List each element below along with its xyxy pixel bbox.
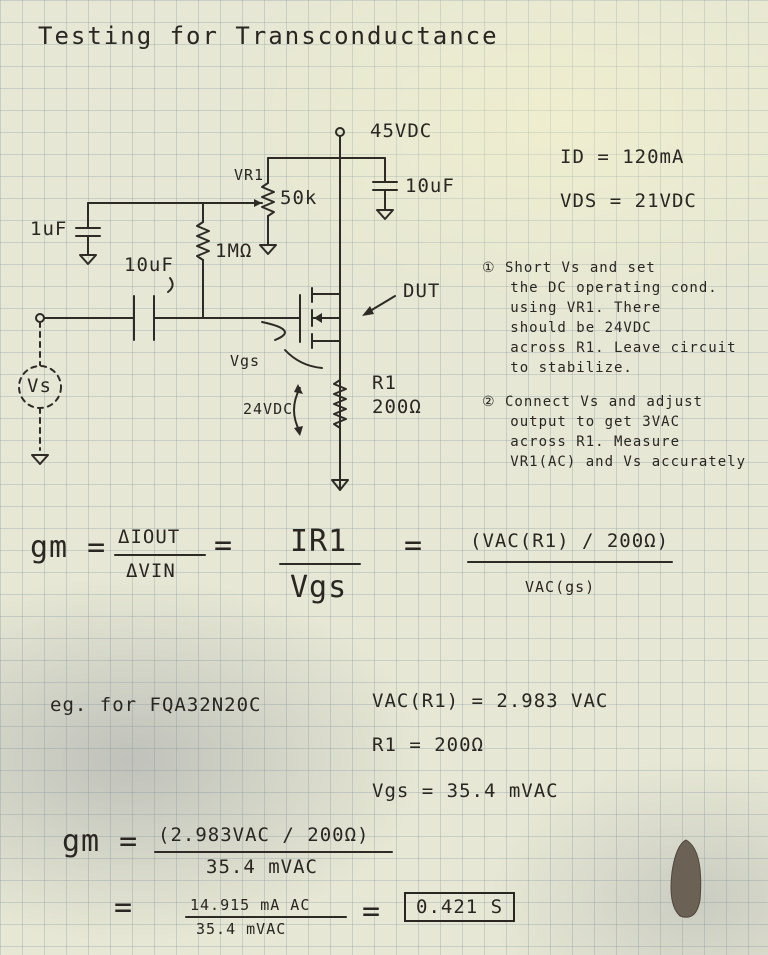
instruction-step-2: ② Connect Vs and adjust output to get 3V… [482, 394, 747, 470]
dut-arrow-icon [362, 306, 374, 316]
r1-voltage-label: 24VDC [243, 400, 294, 418]
example-frac2-den: 35.4 mVAC [196, 920, 287, 938]
filter-cap-label: 1uF [30, 218, 68, 240]
ground-icon [79, 254, 97, 265]
page-title: Testing for Transconductance [38, 22, 499, 50]
example-frac1-num: (2.983VAC / 200Ω) [158, 824, 370, 846]
formula-ir1: IR1 [290, 524, 348, 559]
drain-current: ID = 120mA [560, 146, 685, 168]
r1-label: R1 [372, 372, 397, 394]
supply-terminal-icon [335, 127, 345, 137]
wiper-arrow-icon [254, 199, 262, 207]
example-equals: = [362, 894, 382, 929]
formula-vgs: Vgs [290, 570, 348, 605]
vgs-label: Vgs [230, 352, 261, 370]
gate-resistor [196, 221, 210, 261]
example-equals: = [114, 890, 134, 925]
example-r1: R1 = 200Ω [372, 734, 484, 756]
vr1-label: VR1 [234, 166, 265, 184]
input-terminal-icon [35, 313, 45, 323]
formula-equals: = [214, 528, 234, 563]
example-frac1-den: 35.4 mVAC [206, 856, 318, 878]
gate-resistor-label: 1MΩ [215, 240, 253, 262]
dut-label: DUT [403, 280, 441, 302]
vgs-pointer [284, 349, 323, 369]
resistor-r1 [333, 379, 347, 429]
formula-vac-gs: VAC(gs) [525, 578, 596, 596]
coupling-cap-pointer [167, 277, 174, 293]
r1-voltage-bracket [293, 387, 301, 433]
example-frac2-num: 14.915 mA AC [190, 896, 311, 914]
coupling-cap-label: 10uF [124, 254, 174, 276]
result-box: 0.421 S [404, 892, 516, 922]
pencil-eraser-icon [670, 839, 702, 918]
ground-icon [259, 244, 277, 255]
r1-value-label: 200Ω [372, 396, 422, 418]
supply-label: 45VDC [370, 120, 433, 142]
r1-voltage-arrow-icon [294, 426, 303, 436]
formula-equals: = [404, 528, 424, 563]
ground-icon [31, 454, 49, 465]
vgs-bracket [261, 321, 286, 341]
bypass-cap-label: 10uF [405, 175, 455, 197]
example-vac-r1: VAC(R1) = 2.983 VAC [372, 690, 609, 712]
formula-delta-vin: ΔVIN [126, 560, 176, 582]
drain-source-voltage: VDS = 21VDC [560, 190, 697, 212]
example-gm: gm = [62, 824, 139, 859]
example-heading: eg. for FQA32N20C [50, 694, 262, 716]
formula-vac-r1: (VAC(R1) / 200Ω) [470, 530, 670, 552]
formula-delta-iout: ΔIOUT [118, 526, 181, 548]
vs-label: Vs [27, 375, 52, 397]
r1-voltage-arrow-icon [294, 384, 303, 394]
potentiometer-vr1 [261, 182, 275, 217]
ground-icon [331, 479, 349, 491]
formula-gm: gm = [30, 530, 107, 565]
mosfet-arrow-icon [314, 313, 322, 323]
instruction-step-1: ① Short Vs and set the DC operating cond… [482, 260, 737, 376]
ground-icon [376, 209, 394, 220]
pot-value-label: 50k [280, 187, 318, 209]
example-vgs: Vgs = 35.4 mVAC [372, 780, 559, 802]
